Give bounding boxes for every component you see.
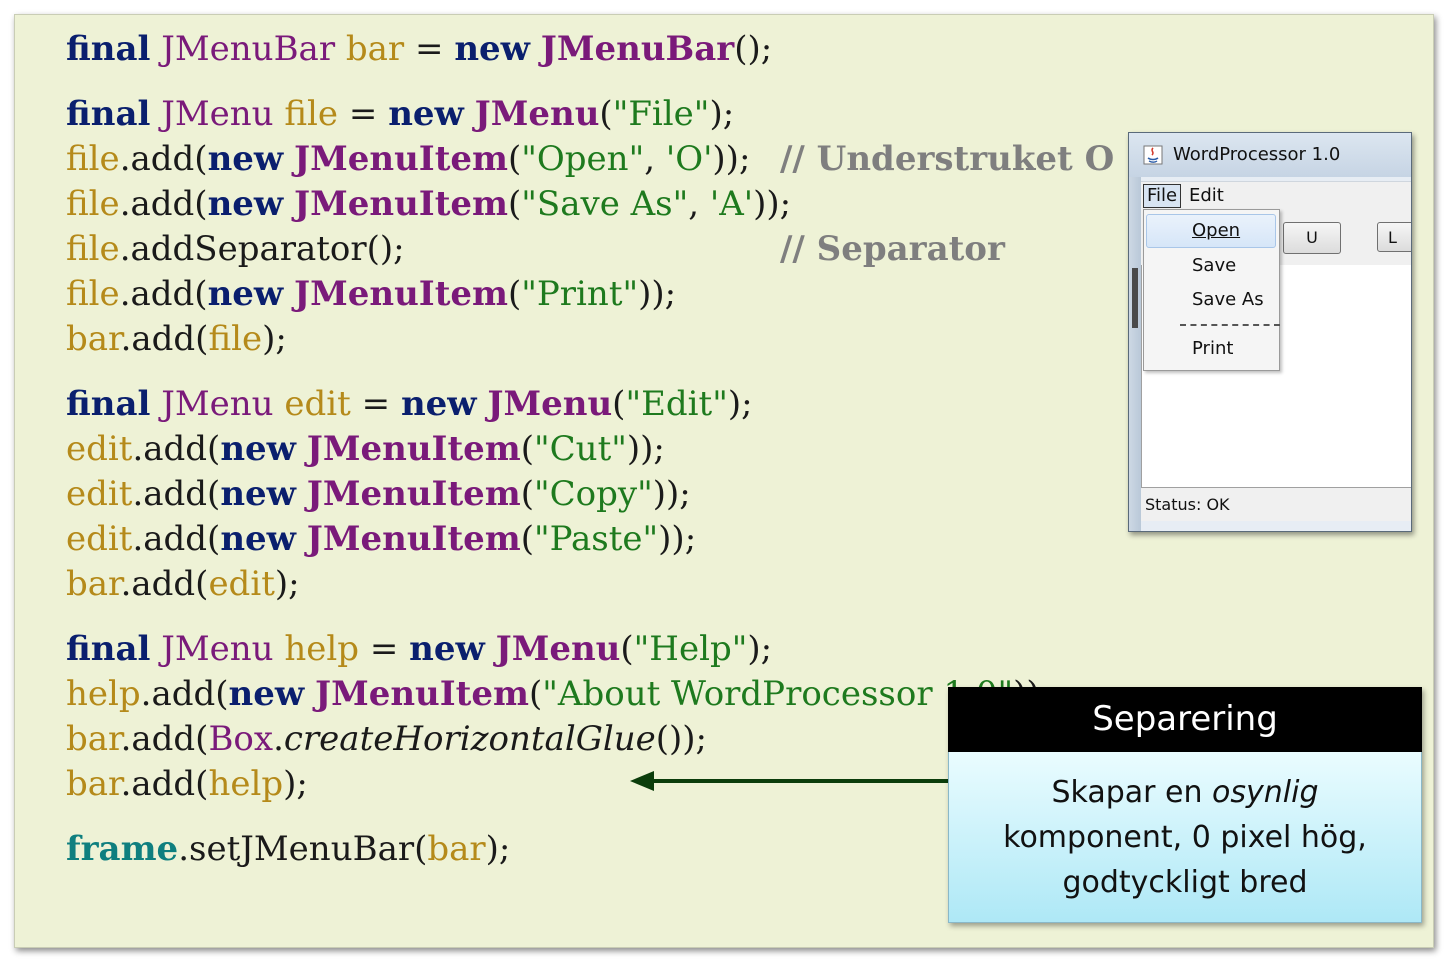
menu-edit[interactable]: Edit: [1189, 185, 1224, 206]
java-icon: [1143, 145, 1163, 165]
callout-line-2: komponent, 0 pixel hög,: [1003, 820, 1367, 855]
code-line-2: final JMenu file = new JMenu("File");: [66, 94, 735, 134]
callout-line-1: Skapar en osynlig: [1051, 775, 1319, 810]
comment-underline: // Understruket O: [780, 139, 1115, 179]
menu-item-save-as[interactable]: Save As: [1192, 289, 1264, 310]
code-line-12: bar.add(edit);: [66, 564, 300, 604]
code-line-8: final JMenu edit = new JMenu("Edit");: [66, 384, 753, 424]
status-bar: Status: OK: [1141, 487, 1411, 521]
menu-item-open[interactable]: Open: [1192, 220, 1241, 241]
menu-file[interactable]: File: [1143, 184, 1182, 208]
code-line-13: final JMenu help = new JMenu("Help");: [66, 629, 773, 669]
open-highlight: [1146, 214, 1276, 248]
window-title: WordProcessor 1.0: [1173, 144, 1341, 165]
callout-box: Separering Skapar en osynlig komponent, …: [948, 687, 1422, 923]
window-frame-left: [1129, 177, 1141, 531]
code-line-15: bar.add(Box.createHorizontalGlue());: [66, 719, 707, 759]
code-line-4: file.add(new JMenuItem("Save As", 'A'));: [66, 184, 792, 224]
underline-button[interactable]: U: [1283, 222, 1341, 254]
code-line-11: edit.add(new JMenuItem("Paste"));: [66, 519, 697, 559]
code-line-7: bar.add(file);: [66, 319, 287, 359]
callout-body: Skapar en osynlig komponent, 0 pixel hög…: [948, 752, 1422, 923]
code-line-17: frame.setJMenuBar(bar);: [66, 829, 511, 869]
app-window: WordProcessor 1.0 U L File Edit Open Sav…: [1128, 132, 1412, 532]
code-line-5: file.addSeparator();: [66, 229, 405, 269]
comment-separator: // Separator: [780, 229, 1005, 269]
menu-item-print[interactable]: Print: [1192, 338, 1234, 359]
l-button[interactable]: L: [1377, 222, 1411, 252]
code-line-16: bar.add(help);: [66, 764, 308, 804]
callout-heading: Separering: [948, 687, 1422, 752]
menu-separator: [1180, 324, 1280, 326]
callout-line-3: godtyckligt bred: [1062, 865, 1308, 900]
code-line-3: file.add(new JMenuItem("Open", 'O'));: [66, 139, 751, 179]
code-line-1: final JMenuBar bar = new JMenuBar();: [66, 29, 773, 69]
menu-item-save[interactable]: Save: [1192, 255, 1237, 276]
arrow-left-icon: [630, 771, 950, 791]
title-bar: WordProcessor 1.0: [1129, 133, 1411, 177]
code-line-10: edit.add(new JMenuItem("Copy"));: [66, 474, 691, 514]
file-menu-popup: Open Save Save As Print: [1143, 209, 1280, 371]
code-line-6: file.add(new JMenuItem("Print"));: [66, 274, 677, 314]
code-line-9: edit.add(new JMenuItem("Cut"));: [66, 429, 665, 469]
frame-shadow: [1132, 268, 1138, 328]
menu-bar: File Edit: [1141, 181, 1411, 210]
code-line-14: help.add(new JMenuItem("About WordProces…: [66, 674, 1051, 714]
